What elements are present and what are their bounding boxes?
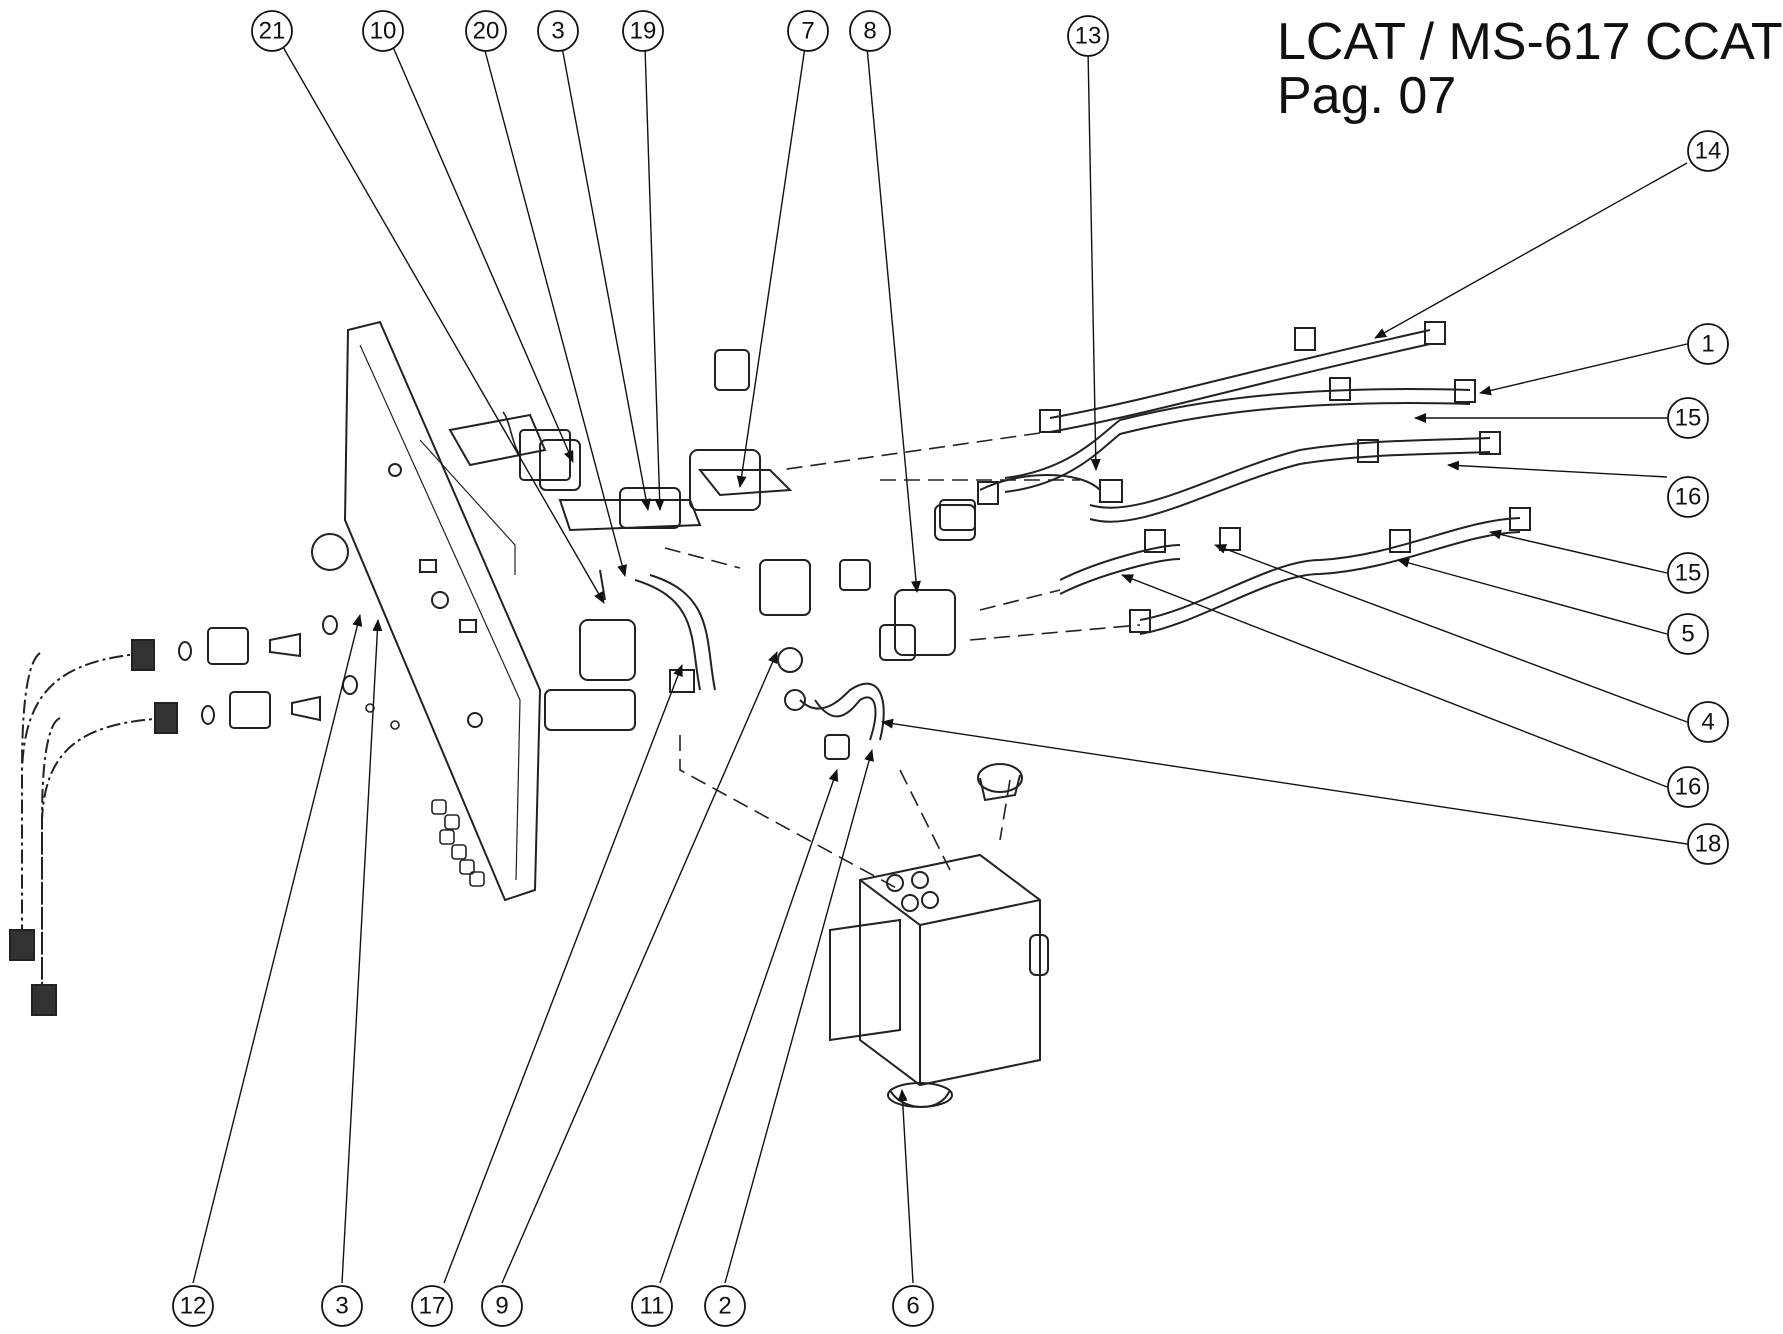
callout-circle-top-4 bbox=[622, 10, 664, 52]
exploded-parts-diagram: 21 10 20 3 19 7 8 13 14 1 15 16 15 5 4 16 18 12 3 17 9 11 2 6 bbox=[9, 10, 1729, 1327]
callout-circle-bottom-3 bbox=[481, 1285, 523, 1327]
callout-label-top-0: 21 bbox=[259, 18, 286, 45]
callout-label-bottom-5: 2 bbox=[718, 1293, 731, 1320]
callout-circle-bottom-1 bbox=[321, 1285, 363, 1327]
callout-label-right-2: 15 bbox=[1675, 405, 1702, 432]
loose-fittings bbox=[365, 411, 521, 887]
callout-circle-right-0 bbox=[1687, 130, 1729, 172]
callout-label-top-3: 3 bbox=[551, 18, 564, 45]
callout-circle-right-5 bbox=[1667, 613, 1709, 655]
boiler-tank bbox=[829, 763, 1049, 1108]
callout-circle-right-3 bbox=[1667, 476, 1709, 518]
callout-circle-top-1 bbox=[362, 10, 404, 52]
callout-label-top-2: 20 bbox=[473, 18, 500, 45]
callout-circle-right-8 bbox=[1687, 823, 1729, 865]
drawing-title: LCAT / MS-617 CCAT bbox=[1277, 13, 1783, 71]
callout-circle-right-1 bbox=[1687, 323, 1729, 365]
callout-label-top-7: 13 bbox=[1075, 23, 1102, 50]
callout-circle-right-7 bbox=[1667, 766, 1709, 808]
callout-label-bottom-2: 17 bbox=[419, 1293, 446, 1320]
callout-circle-bottom-6 bbox=[892, 1285, 934, 1327]
callout-circle-top-3 bbox=[537, 10, 579, 52]
callout-bubbles: 21 10 20 3 19 7 8 13 14 1 15 16 15 5 4 16 18 12 3 17 9 11 2 6 bbox=[172, 10, 1729, 1327]
callout-label-right-6: 4 bbox=[1701, 709, 1714, 736]
callout-label-bottom-1: 3 bbox=[335, 1293, 348, 1320]
callout-circle-bottom-5 bbox=[704, 1285, 746, 1327]
callout-circle-top-5 bbox=[787, 10, 829, 52]
callout-label-right-8: 18 bbox=[1695, 831, 1722, 858]
callout-label-right-1: 1 bbox=[1701, 331, 1714, 358]
callout-label-right-7: 16 bbox=[1675, 774, 1702, 801]
callout-circle-top-6 bbox=[849, 10, 891, 52]
callout-label-right-0: 14 bbox=[1695, 138, 1722, 165]
callout-circle-right-2 bbox=[1667, 397, 1709, 439]
callout-circle-bottom-4 bbox=[631, 1285, 673, 1327]
callout-circle-bottom-0 bbox=[172, 1285, 214, 1327]
callout-circle-top-7 bbox=[1067, 15, 1109, 57]
callout-circle-right-6 bbox=[1687, 701, 1729, 743]
inlet-hoses bbox=[9, 533, 358, 1016]
callout-label-right-5: 5 bbox=[1681, 621, 1694, 648]
callout-label-bottom-4: 11 bbox=[640, 1293, 665, 1320]
dashed-connection-lines bbox=[664, 432, 1141, 891]
page-label: Pag. 07 bbox=[1277, 67, 1457, 125]
callout-circle-right-4 bbox=[1667, 552, 1709, 594]
callout-circle-bottom-2 bbox=[411, 1285, 453, 1327]
solenoid-valves bbox=[519, 349, 976, 731]
mounting-plate bbox=[343, 320, 547, 902]
callout-label-top-6: 8 bbox=[863, 18, 876, 45]
callout-label-bottom-0: 12 bbox=[180, 1293, 207, 1320]
hoses-and-clamps bbox=[634, 321, 1531, 760]
callout-label-bottom-3: 9 bbox=[495, 1293, 508, 1320]
leader-lines bbox=[192, 46, 1688, 1284]
callout-circle-top-2 bbox=[465, 10, 507, 52]
callout-label-top-1: 10 bbox=[370, 18, 397, 45]
callout-label-bottom-6: 6 bbox=[906, 1293, 919, 1320]
callout-label-right-4: 15 bbox=[1675, 560, 1702, 587]
callout-circle-top-0 bbox=[251, 10, 293, 52]
callout-label-top-4: 19 bbox=[630, 18, 657, 45]
callout-label-top-5: 7 bbox=[801, 18, 814, 45]
callout-label-right-3: 16 bbox=[1675, 484, 1702, 511]
